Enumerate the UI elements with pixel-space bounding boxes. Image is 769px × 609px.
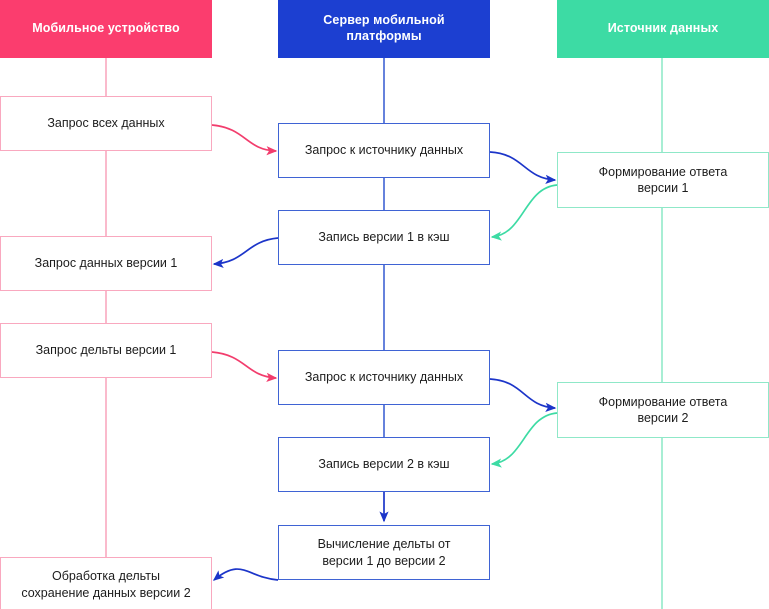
node-build-response-v1[interactable]: Формирование ответа версии 1 xyxy=(557,152,769,208)
node-calculate-delta-label: Вычисление дельты от версии 1 до версии … xyxy=(318,536,451,569)
node-server-request-source-2[interactable]: Запрос к источнику данных xyxy=(278,350,490,405)
node-cache-write-v2-label: Запись версии 2 в кэш xyxy=(318,457,450,472)
edge-request-delta xyxy=(211,351,278,382)
node-process-delta-save-v2[interactable]: Обработка дельты сохранение данных верси… xyxy=(0,557,212,609)
node-build-response-v1-label: Формирование ответа версии 1 xyxy=(599,164,728,197)
node-build-response-v1-line-1: Формирование ответа xyxy=(598,164,728,179)
lane-header-server[interactable]: Сервер мобильной платформы xyxy=(278,0,490,58)
node-process-delta-line-2: сохранение данных версии 2 xyxy=(21,585,191,600)
node-calculate-delta[interactable]: Вычисление дельты от версии 1 до версии … xyxy=(278,525,490,580)
node-request-data-v1-label: Запрос данных версии 1 xyxy=(34,256,178,271)
node-server-request-source-1[interactable]: Запрос к источнику данных xyxy=(278,123,490,178)
node-build-response-v2-label: Формирование ответа версии 2 xyxy=(599,394,728,427)
edge-server-to-source-2 xyxy=(489,378,557,412)
edge-source-response-2 xyxy=(490,412,558,468)
edge-request-all-data xyxy=(211,124,278,156)
node-build-response-v1-line-2: версии 1 xyxy=(637,181,689,195)
node-cache-write-v1-label: Запись версии 1 в кэш xyxy=(318,230,450,245)
node-request-all-data-label: Запрос всех данных xyxy=(47,116,165,131)
lane-header-source[interactable]: Источник данных xyxy=(557,0,769,58)
node-build-response-v2[interactable]: Формирование ответа версии 2 xyxy=(557,382,769,438)
node-process-delta-line-1: Обработка дельты xyxy=(52,569,160,584)
node-calculate-delta-line-1: Вычисление дельты от xyxy=(317,537,451,552)
node-server-request-source-1-label: Запрос к источнику данных xyxy=(304,143,464,158)
node-build-response-v2-line-2: версии 2 xyxy=(637,411,689,425)
edge-delta-to-mobile xyxy=(212,568,279,581)
lane-header-mobile-label: Мобильное устройство xyxy=(32,21,180,36)
node-request-delta-v1-label: Запрос дельты версии 1 xyxy=(35,343,177,358)
node-request-all-data[interactable]: Запрос всех данных xyxy=(0,96,212,151)
node-request-data-v1[interactable]: Запрос данных версии 1 xyxy=(0,236,212,291)
edge-source-response-1 xyxy=(490,184,558,241)
node-cache-write-v1[interactable]: Запись версии 1 в кэш xyxy=(278,210,490,265)
edge-cache-to-mobile-1 xyxy=(212,237,279,268)
node-server-request-source-2-label: Запрос к источнику данных xyxy=(304,370,464,385)
lane-header-server-label: Сервер мобильной платформы xyxy=(323,13,445,43)
lane-header-source-label: Источник данных xyxy=(607,21,719,36)
node-request-delta-v1[interactable]: Запрос дельты версии 1 xyxy=(0,323,212,378)
node-cache-write-v2[interactable]: Запись версии 2 в кэш xyxy=(278,437,490,492)
lane-header-mobile[interactable]: Мобильное устройство xyxy=(0,0,212,58)
node-calculate-delta-line-2: версии 1 до версии 2 xyxy=(322,553,446,568)
node-process-delta-save-v2-label: Обработка дельты сохранение данных верси… xyxy=(21,568,190,601)
node-build-response-v2-line-1: Формирование ответа xyxy=(598,394,728,409)
edge-server-to-source-1 xyxy=(489,151,557,184)
